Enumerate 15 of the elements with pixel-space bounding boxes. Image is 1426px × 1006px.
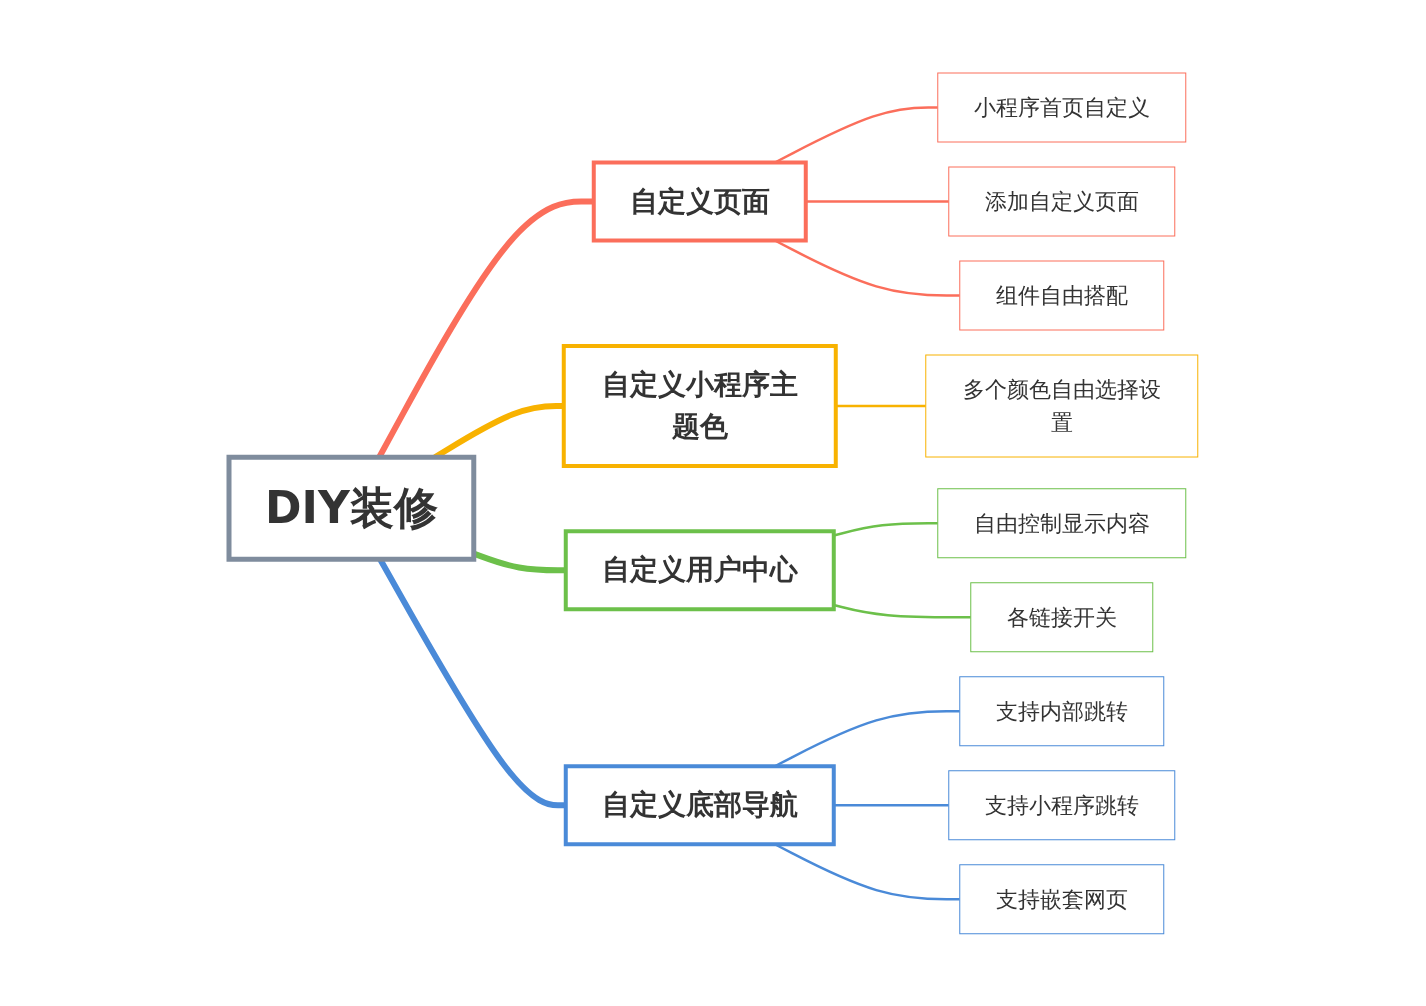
node-box: 自定义底部导航 [563,763,836,846]
node-box: 自定义小程序主题色 [561,343,838,468]
node-box: 自定义用户中心 [563,528,836,611]
node-box: DIY装修 [226,454,476,562]
node-box: 各链接开关 [969,581,1153,652]
node-box: 支持小程序跳转 [947,769,1175,840]
node-box: 自定义页面 [591,160,808,243]
node-box: 自由控制显示内容 [936,487,1186,558]
node-box: 组件自由搭配 [958,260,1164,331]
node-box: 支持内部跳转 [958,675,1164,746]
node-box: 多个颜色自由选择设置 [924,354,1198,458]
node-box: 支持嵌套网页 [958,863,1164,934]
node-box: 小程序首页自定义 [936,72,1186,143]
connector [833,603,971,619]
node-box: 添加自定义页面 [947,166,1175,237]
